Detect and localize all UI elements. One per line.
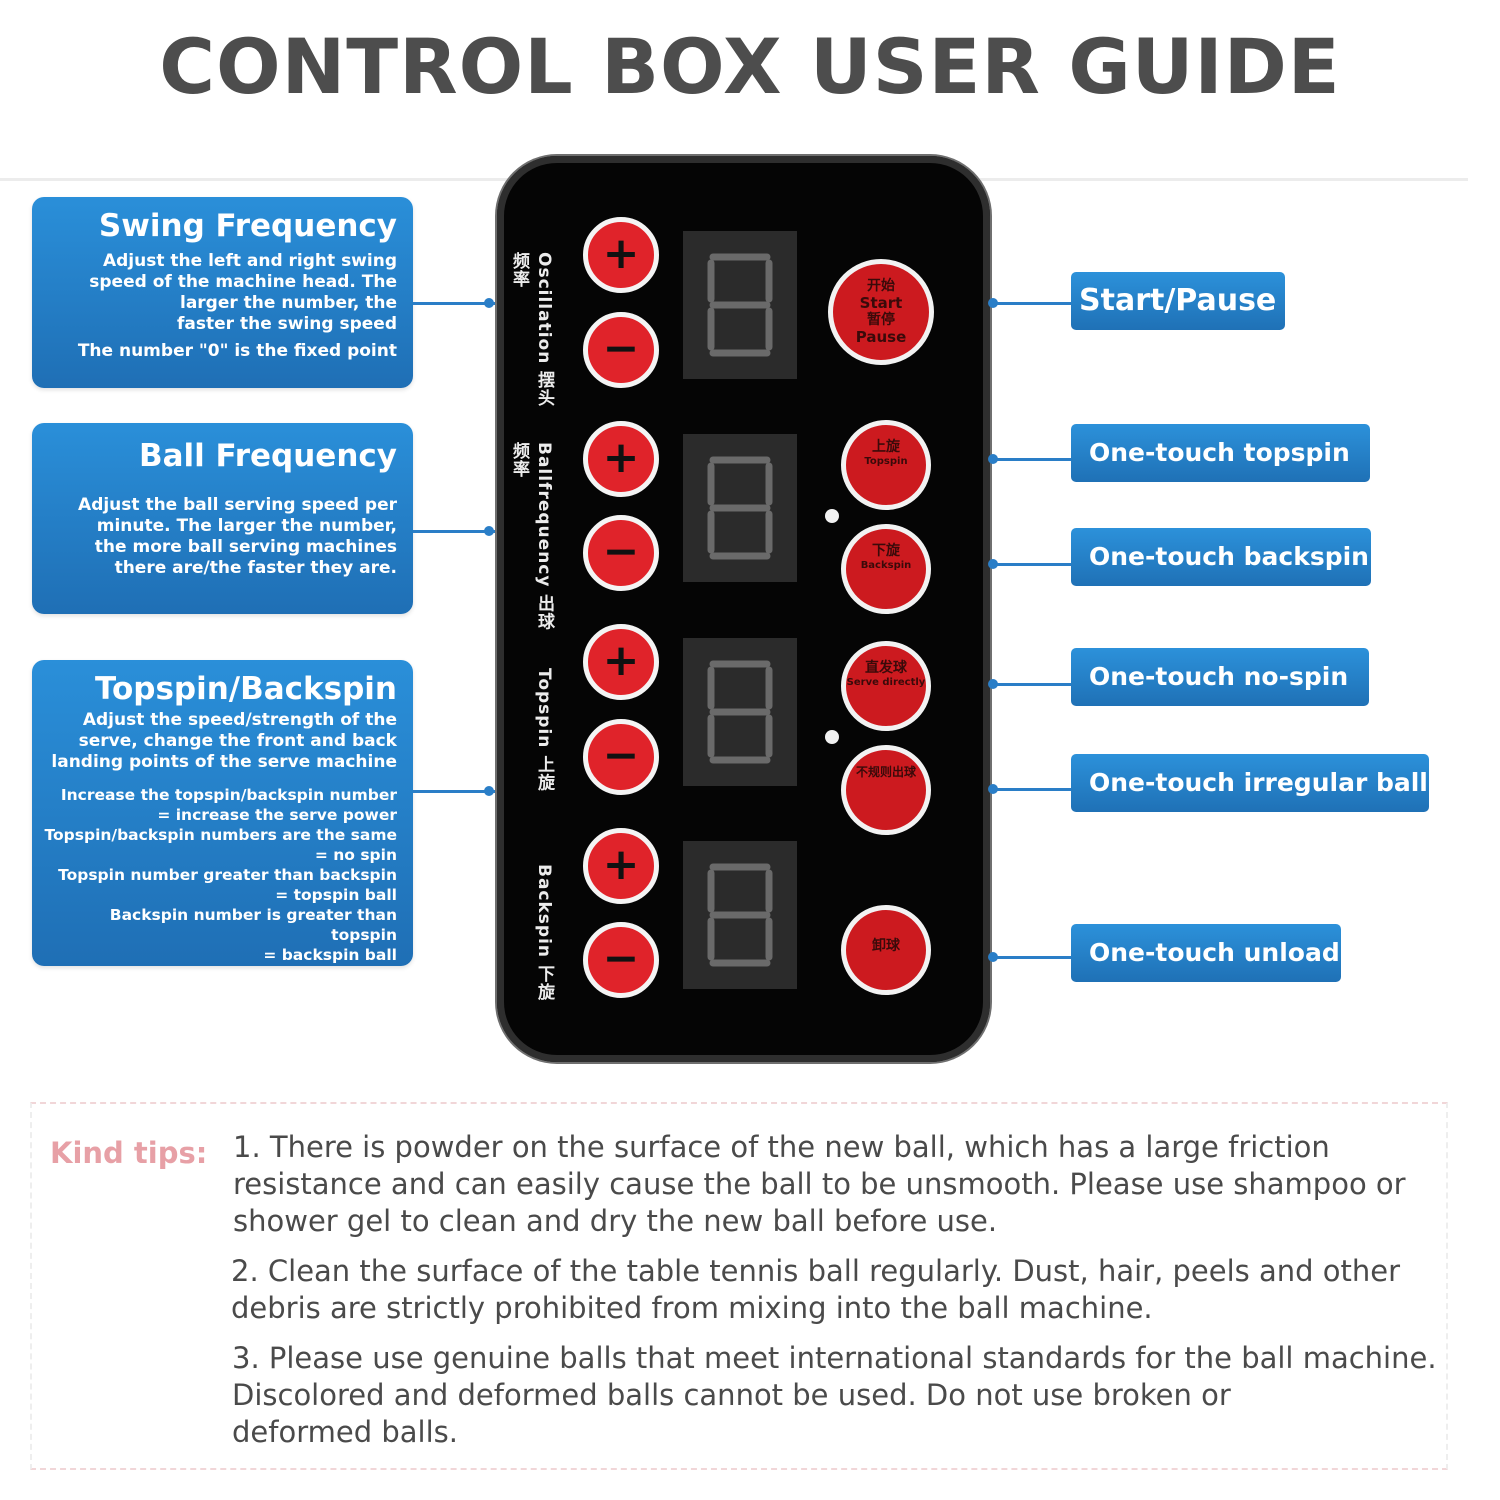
spin-rule-7: Backspin number is greater than topspin	[109, 906, 397, 944]
ball-frequency-display	[683, 434, 797, 582]
swing-frequency-desc-2: speed of the machine head. The	[89, 272, 397, 292]
oscillation-plus-button[interactable]: +	[583, 217, 659, 293]
connector-dot-nospin	[988, 679, 998, 689]
tip-1: 1. There is powder on the surface of the…	[233, 1130, 1406, 1238]
tip-2: 2. Clean the surface of the table tennis…	[231, 1254, 1401, 1325]
seven-segment-icon	[707, 863, 773, 967]
start-pause-tag: Start/Pause	[1071, 272, 1285, 330]
connector-spin	[413, 790, 497, 793]
backspin-button[interactable]: 下旋 Backspin	[841, 524, 931, 614]
connector-start	[992, 302, 1072, 305]
ball-frequency-desc-1: Adjust the ball serving speed per	[78, 495, 397, 515]
no-spin-tag: One-touch no-spin	[1071, 648, 1369, 706]
connector-ball	[413, 530, 497, 533]
connector-dot-backspin	[988, 559, 998, 569]
oscillation-minus-button[interactable]: −	[583, 312, 659, 388]
unload-button[interactable]: 卸球	[841, 905, 931, 995]
backspin-minus-button[interactable]: −	[583, 922, 659, 998]
seven-segment-icon	[707, 660, 773, 764]
topspin-backspin-desc-2: serve, change the front and back	[78, 731, 397, 751]
tips-label: Kind tips:	[50, 1136, 208, 1170]
connector-dot-start	[988, 298, 998, 308]
connector-dot-ball	[484, 526, 494, 536]
ball-frequency-plus-button[interactable]: +	[583, 421, 659, 497]
tip-3: 3. Please use genuine balls that meet in…	[232, 1341, 1437, 1449]
spin-rule-8: = backspin ball	[263, 946, 397, 964]
spin-rule-6: = topspin ball	[275, 886, 397, 904]
connector-dot-swing	[484, 298, 494, 308]
unload-tag: One-touch unload	[1071, 924, 1341, 982]
ball-frequency-desc-3: the more ball serving machines	[94, 537, 397, 557]
connector-irregular	[992, 788, 1072, 791]
seven-segment-icon	[707, 456, 773, 560]
topspin-minus-button[interactable]: −	[583, 719, 659, 795]
connector-dot-irregular	[988, 784, 998, 794]
connector-backspin	[992, 563, 1072, 566]
swing-frequency-note: The number "0" is the fixed point	[77, 341, 397, 361]
spin-rule-5: Topspin number greater than backspin	[58, 866, 397, 884]
connector-topspin	[992, 458, 1072, 461]
tips-box	[30, 1102, 1448, 1470]
indicator-dot	[825, 730, 839, 744]
page-title: CONTROL BOX USER GUIDE	[159, 22, 1341, 111]
topspin-button[interactable]: 上旋 Topspin	[841, 420, 931, 510]
oscillation-display	[683, 231, 797, 379]
connector-swing	[413, 302, 497, 305]
backspin-plus-button[interactable]: +	[583, 828, 659, 904]
swing-frequency-desc-1: Adjust the left and right swing	[102, 251, 397, 271]
topspin-backspin-desc-1: Adjust the speed/strength of the	[82, 710, 397, 730]
connector-dot-unload	[988, 952, 998, 962]
backspin-label: Backspin 下旋	[534, 864, 554, 1001]
connector-dot-spin	[484, 786, 494, 796]
ball-frequency-box: Ball Frequency Adjust the ball serving s…	[32, 423, 413, 614]
connector-nospin	[992, 683, 1072, 686]
topspin-backspin-desc-3: landing points of the serve machine	[51, 752, 397, 772]
swing-frequency-box: Swing Frequency Adjust the left and righ…	[32, 197, 413, 388]
irregular-ball-button[interactable]: 不规则出球	[841, 745, 931, 835]
topspin-tag: One-touch topspin	[1071, 424, 1370, 482]
start-pause-button[interactable]: 开始 Start 暂停 Pause	[828, 259, 934, 365]
topspin-display	[683, 638, 797, 786]
control-panel: + − Oscillation 摆头频率 开始 Start 暂停 Pause +…	[497, 156, 990, 1062]
seven-segment-icon	[707, 253, 773, 357]
topspin-label: Topspin 上旋	[534, 668, 554, 792]
spin-rule-4: = no spin	[314, 846, 397, 864]
connector-unload	[992, 956, 1072, 959]
topspin-backspin-box: Topspin/Backspin Adjust the speed/streng…	[32, 660, 413, 966]
swing-frequency-title: Swing Frequency	[98, 208, 397, 244]
ball-frequency-title: Ball Frequency	[138, 438, 397, 474]
ball-frequency-minus-button[interactable]: −	[583, 515, 659, 591]
swing-frequency-desc-3: larger the number, the	[180, 293, 397, 313]
spin-rule-3: Topspin/backspin numbers are the same	[44, 826, 397, 844]
topspin-plus-button[interactable]: +	[583, 624, 659, 700]
swing-frequency-desc-4: faster the swing speed	[177, 314, 397, 334]
topspin-backspin-title: Topspin/Backspin	[94, 671, 397, 707]
spin-rule-2: = increase the serve power	[157, 806, 397, 824]
backspin-display	[683, 841, 797, 989]
ball-frequency-desc-2: minute. The larger the number,	[96, 516, 397, 536]
irregular-ball-tag: One-touch irregular ball	[1071, 754, 1429, 812]
ball-frequency-desc-4: there are/the faster they are.	[114, 558, 397, 578]
oscillation-label: Oscillation 摆头频率	[509, 252, 554, 408]
indicator-dot	[825, 509, 839, 523]
backspin-tag: One-touch backspin	[1071, 528, 1371, 586]
spin-rule-1: Increase the topspin/backspin number	[60, 786, 397, 804]
ball-frequency-label: Ballfrequency 出球频率	[509, 442, 554, 631]
connector-dot-topspin	[988, 454, 998, 464]
no-spin-button[interactable]: 直发球 Serve directly	[841, 641, 931, 731]
